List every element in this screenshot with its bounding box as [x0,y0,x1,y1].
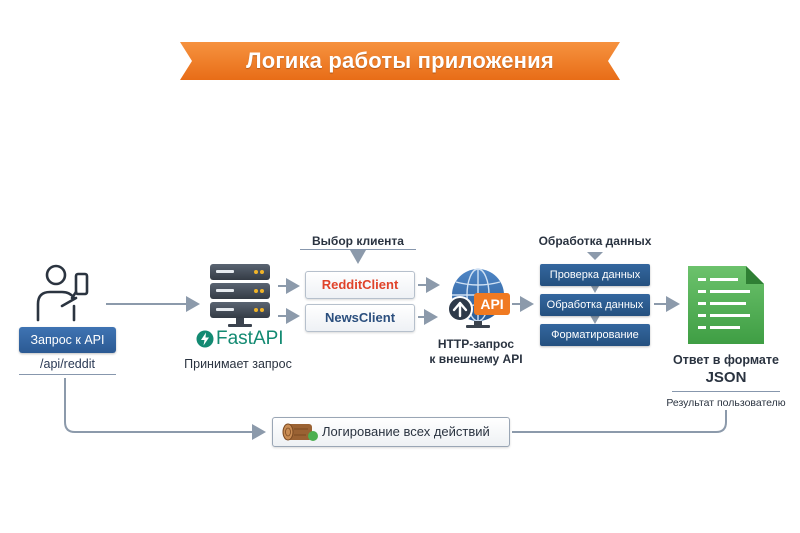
endpoint-underline [19,374,116,375]
processing-heading-pointer [587,252,603,260]
api-badge: API [480,296,504,312]
processing-step-process: Обработка данных [540,294,650,316]
fastapi-logo-icon [196,330,214,348]
server-caption: Принимает запрос [184,357,292,371]
news-client-box: NewsClient [305,304,415,332]
line-log-to-response [512,410,727,433]
client-selection-underline [300,249,416,250]
document-icon [688,266,764,344]
response-underline [672,391,780,392]
reddit-client-box: RedditClient [305,271,415,299]
title-ribbon: Логика работы приложения [180,38,620,84]
fastapi-brand: FastAPI [216,328,284,349]
user-phone-icon [36,264,89,322]
http-caption-line2: к внешнему API [429,352,523,366]
http-caption-line1: HTTP-запрос [437,337,515,351]
arrow-request-to-log [64,378,266,440]
api-request-button[interactable]: Запрос к API [19,327,116,353]
processing-heading: Обработка данных [538,234,652,248]
processing-step-format: Форматирование [540,324,650,346]
logging-label: Логирование всех действий [322,424,490,439]
client-selection-heading: Выбор клиента [312,234,404,248]
response-subcaption: Результат пользователю [666,397,786,409]
response-caption-line2: JSON [705,369,747,386]
api-endpoint: /api/reddit [40,357,95,371]
processing-step-validate: Проверка данных [540,264,650,286]
globe-icon [447,268,510,328]
response-caption-line1: Ответ в формате [673,353,779,367]
log-wood-icon [282,423,318,441]
server-icon [210,264,270,327]
page-title: Логика работы приложения [246,48,554,73]
